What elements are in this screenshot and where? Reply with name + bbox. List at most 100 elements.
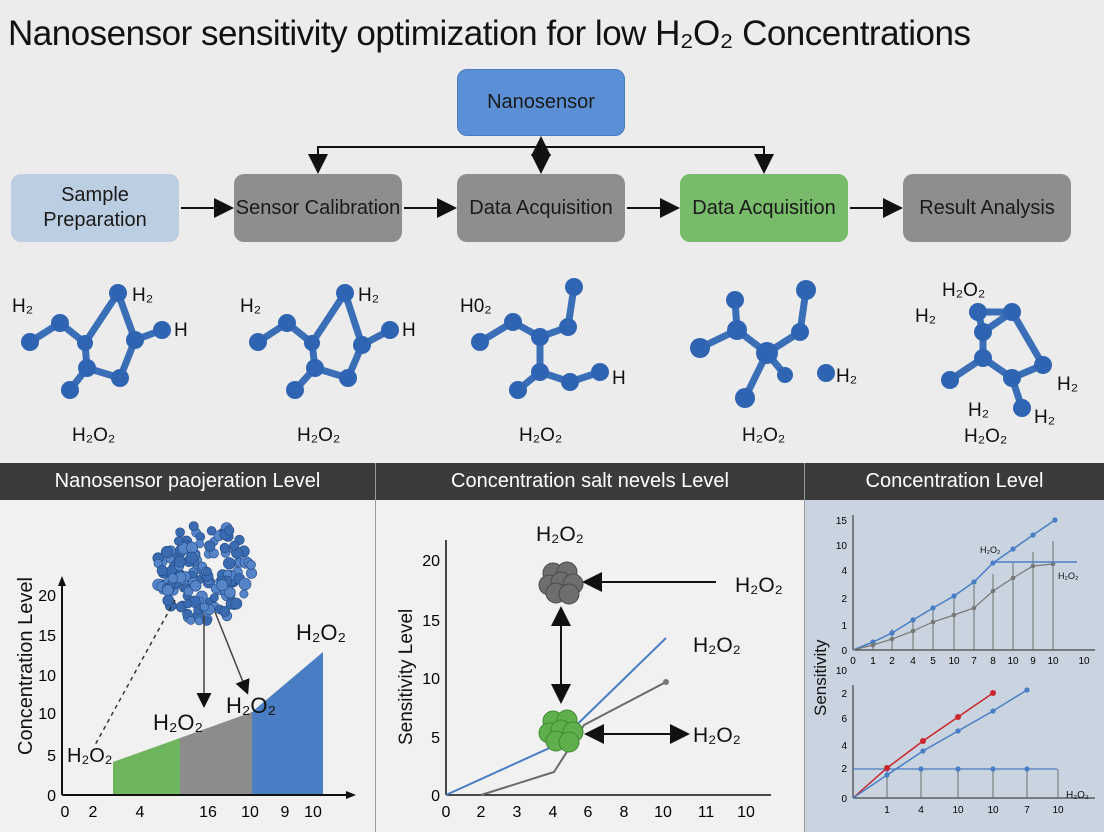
molecule-1-formula: H₂O₂ xyxy=(72,425,116,446)
y-tick-label: 15 xyxy=(836,516,848,527)
x-tick-label: 2 xyxy=(477,804,486,821)
nanoparticle-cluster-icon xyxy=(152,521,258,626)
y-tick-label: 5 xyxy=(47,748,56,765)
area-segment-blue xyxy=(252,652,323,795)
series-point xyxy=(870,642,876,648)
molecule-3-label: H xyxy=(612,368,626,389)
series-point xyxy=(990,766,996,772)
x-tick-label: 4 xyxy=(549,804,558,821)
x-tick-label: 5 xyxy=(930,656,936,667)
x-tick-label: 8 xyxy=(620,804,629,821)
y-tick-label: 2 xyxy=(841,764,847,775)
molecule-3 xyxy=(471,278,609,399)
x-tick-label: 4 xyxy=(918,805,924,816)
x-tick-label: 0 xyxy=(442,804,451,821)
x-tick-label: 0 xyxy=(61,804,70,821)
chart-1-annotation: H₂O₂ xyxy=(296,620,347,645)
molecule-4 xyxy=(690,280,835,408)
series-point xyxy=(1050,561,1056,567)
series-point xyxy=(930,605,936,611)
y-tick-label: 0 xyxy=(47,788,56,805)
x-tick-label: 10 xyxy=(987,805,999,816)
series-point xyxy=(955,766,961,772)
x-tick-label: 0 xyxy=(850,656,856,667)
chart-2-annotation: H₂O₂ xyxy=(536,523,584,546)
area-segment-gray xyxy=(180,712,252,795)
chart-2-annotation: H₂O₂ xyxy=(735,574,783,597)
series-point xyxy=(910,617,916,623)
y-tick-label: 0 xyxy=(841,794,847,805)
series-point xyxy=(1052,517,1058,523)
x-tick-label: 7 xyxy=(1024,805,1030,816)
y-tick-label: 1 xyxy=(841,621,847,632)
x-tick-label: 16 xyxy=(199,804,217,821)
x-tick-label: 11 xyxy=(698,804,715,821)
series-point xyxy=(1024,766,1030,772)
molecule-2 xyxy=(249,284,399,399)
arrow-leader xyxy=(214,611,250,695)
x-tick-label: 2 xyxy=(89,804,98,821)
gray-nanoparticle-icon xyxy=(538,561,584,605)
x-tick-label: 10 xyxy=(952,805,964,816)
chart-2-annotation: H₂O₂ xyxy=(693,634,741,657)
y-tick-label: 10 xyxy=(422,671,440,688)
y-tick-label: 20 xyxy=(422,553,440,570)
molecule-1-label: H xyxy=(174,320,188,341)
molecule-4-label: H₂ xyxy=(836,366,858,387)
data-acquisition-node-2: Data Acquisition xyxy=(680,174,848,242)
y-tick-label: 2 xyxy=(841,689,847,700)
y-tick-label: 15 xyxy=(422,613,440,630)
area-segment-green xyxy=(113,738,180,795)
molecule-5-label: H₂ xyxy=(915,306,937,327)
x-tick-label: 4 xyxy=(136,804,145,821)
series-point xyxy=(1010,546,1016,552)
x-tick-label: 7 xyxy=(971,656,977,667)
y-tick-label: 10 xyxy=(836,666,848,677)
page-title: Nanosensor sensitivity optimization for … xyxy=(8,14,971,53)
y-tick-label: 15 xyxy=(38,628,56,645)
y-tick-label: 20 xyxy=(38,588,56,605)
data-acquisition-node: Data Acquisition xyxy=(457,174,625,242)
y-tick-label: 0 xyxy=(841,646,847,657)
molecule-5-label: H₂ xyxy=(1057,374,1079,395)
molecule-5-label: H₂O₂ xyxy=(942,280,986,301)
chart-1-annotation: H₂O₂ xyxy=(226,693,277,718)
series-point xyxy=(951,593,957,599)
chart-1-annotation: H₂O₂ xyxy=(67,745,113,767)
series-point xyxy=(910,628,916,634)
series-point xyxy=(955,728,961,734)
y-tick-label: 10 xyxy=(38,668,56,685)
series-point xyxy=(990,708,996,714)
x-tick-label: 3 xyxy=(513,804,522,821)
chart-1-ylabel: Concentration Level xyxy=(15,577,37,755)
series-point xyxy=(920,738,926,744)
molecule-5-label: H₂ xyxy=(1034,407,1056,428)
series-point xyxy=(1010,575,1016,581)
series-point xyxy=(663,679,669,685)
panel-2-title: Concentration salt nevels Level xyxy=(376,463,804,500)
series-point xyxy=(971,579,977,585)
series-point xyxy=(930,619,936,625)
chart-1-annotation: H₂O₂ xyxy=(153,710,204,735)
y-tick-label: 4 xyxy=(841,741,847,752)
x-tick-label: 10 xyxy=(304,804,322,821)
y-tick-label: 6 xyxy=(841,714,847,725)
panel-divider xyxy=(375,463,376,832)
x-tick-label: 10 xyxy=(241,804,259,821)
panel-1-title: Nanosensor paojeration Level xyxy=(0,463,375,500)
y-tick-label: 4 xyxy=(841,566,847,577)
panel-3 xyxy=(805,500,1104,832)
series-point xyxy=(990,560,996,566)
molecule-2-label: H xyxy=(402,320,416,341)
x-tick-label: 10 xyxy=(1052,805,1064,816)
chart-3-annotation: H₂O₂ xyxy=(1066,790,1089,801)
chart-3-annotation: H₂O₂ xyxy=(980,545,1001,555)
x-tick-label: 10 xyxy=(654,804,672,821)
series-point xyxy=(918,766,924,772)
y-axis-arrow xyxy=(58,576,66,586)
molecule-1 xyxy=(21,284,171,399)
molecule-2-formula: H₂O₂ xyxy=(297,425,341,446)
y-tick-label: 10 xyxy=(836,541,848,552)
